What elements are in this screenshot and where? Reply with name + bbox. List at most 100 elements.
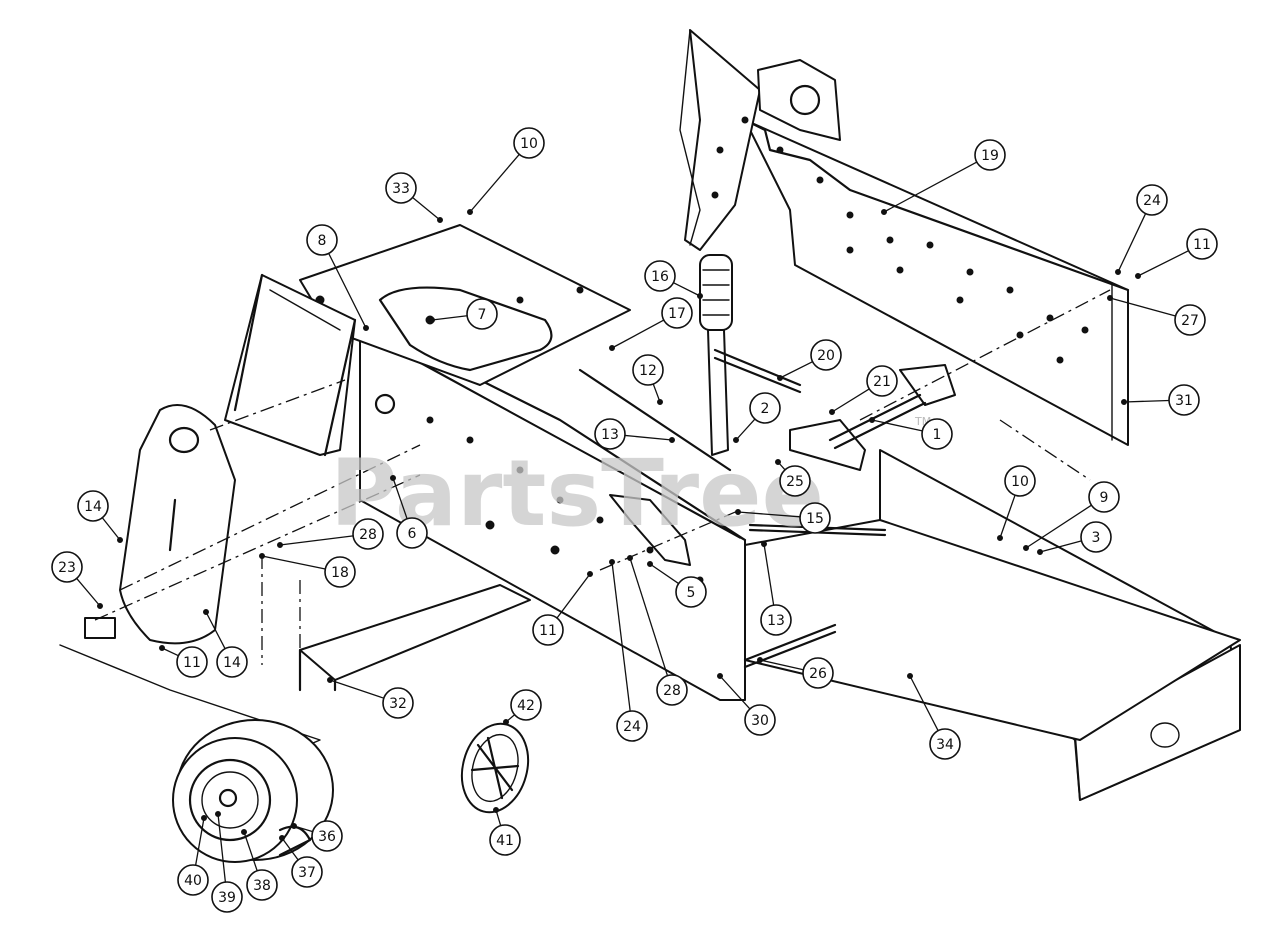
callout-label: 18 [331, 565, 349, 581]
callout-leader-line [205, 611, 226, 649]
callout-leader-line [719, 675, 751, 710]
callout-circle [352, 518, 384, 550]
callout-circle [382, 687, 414, 719]
callout-label: 5 [687, 585, 696, 601]
callout-10: 10 [997, 465, 1036, 541]
callout-leader-line [883, 161, 978, 213]
callout-25: 25 [775, 459, 811, 497]
callout-leader-dot [503, 719, 509, 725]
callout-label: 39 [218, 890, 236, 906]
callout-leader-line [279, 535, 354, 546]
seat-bracket [684, 29, 841, 251]
callout-label: 2 [761, 401, 770, 417]
callout-leader-dot [697, 293, 703, 299]
callout-leader-dot [203, 609, 209, 615]
callout-leader-line [909, 675, 939, 731]
callout-leader-dot [159, 645, 165, 651]
callout-13: 13 [760, 541, 792, 636]
callout-23: 23 [51, 551, 103, 609]
callout-label: 42 [517, 698, 535, 714]
callout-6: 6 [390, 475, 428, 549]
callout-24: 24 [609, 559, 648, 742]
callout-17: 17 [609, 297, 693, 351]
callout-leader-line [412, 197, 441, 221]
callout-leader-line [469, 153, 520, 213]
callout-label: 40 [184, 873, 202, 889]
callout-21: 21 [829, 365, 898, 415]
callout-circle [921, 418, 953, 450]
callout-14: 14 [203, 609, 248, 678]
callout-leader-line [1109, 297, 1176, 317]
callout-leader-dot [390, 475, 396, 481]
callout-label: 32 [389, 696, 407, 712]
callout-label: 38 [253, 878, 271, 894]
callout-leader-dot [669, 437, 675, 443]
steering-column [699, 254, 802, 456]
callout-28: 28 [627, 555, 688, 706]
callout-circle [744, 704, 776, 736]
callout-leader-dot [117, 537, 123, 543]
callout-16: 16 [644, 260, 703, 299]
callout-leader-line [779, 361, 813, 379]
front-bracket [224, 273, 357, 457]
callout-circle [51, 551, 83, 583]
callout-30: 30 [717, 673, 776, 736]
callout-8: 8 [306, 224, 369, 331]
callout-label: 24 [623, 719, 641, 735]
callout-leader-line [611, 561, 631, 712]
callout-label: 13 [767, 613, 785, 629]
callout-label: 3 [1092, 530, 1101, 546]
callout-leader-line [611, 319, 665, 349]
callout-label: 8 [318, 233, 327, 249]
callout-label: 16 [651, 269, 669, 285]
callout-circle [466, 298, 498, 330]
callout-circle [644, 260, 676, 292]
callout-circle [675, 576, 707, 608]
callout-leader-line [871, 419, 923, 432]
callout-label: 12 [639, 363, 657, 379]
callout-leader-line [328, 253, 367, 329]
callout-19: 19 [881, 139, 1006, 215]
callout-leader-dot [97, 603, 103, 609]
callout-leader-dot [829, 409, 835, 415]
callout-leader-dot [647, 561, 653, 567]
callout-label: 27 [1181, 313, 1199, 329]
callout-leader-dot [327, 677, 333, 683]
callout-leader-dot [363, 325, 369, 331]
callout-leader-dot [777, 375, 783, 381]
callout-label: 14 [223, 655, 241, 671]
callout-leader-line [293, 825, 313, 833]
callout-circle [1088, 481, 1120, 513]
callout-circle [1080, 521, 1112, 553]
callout-leader-dot [775, 459, 781, 465]
callout-leader-line [1025, 504, 1092, 549]
callout-leader-line [556, 573, 591, 619]
rear-wheel [172, 719, 334, 863]
callout-circle [311, 820, 343, 852]
callout-label: 19 [981, 148, 999, 164]
callout-circle [594, 418, 626, 450]
callout-2: 2 [733, 392, 781, 443]
callout-leader-line [392, 477, 408, 520]
callout-24: 24 [1115, 184, 1168, 275]
callout-leader-line [629, 557, 669, 676]
callout-leader-dot [869, 417, 875, 423]
callout-leader-dot [429, 317, 435, 323]
callout-label: 26 [809, 666, 827, 682]
callout-label: 41 [496, 833, 514, 849]
callout-circle [211, 881, 243, 913]
callout-circle [779, 465, 811, 497]
callout-label: 36 [318, 829, 336, 845]
callout-leader-line [431, 315, 468, 321]
main-frame-side [358, 328, 1241, 741]
callout-leader-dot [493, 807, 499, 813]
callout-label: 25 [786, 474, 804, 490]
callout-leader-line [1117, 213, 1147, 273]
callout-39: 39 [211, 811, 243, 913]
callout-circle [632, 354, 664, 386]
callout-leader-dot [467, 209, 473, 215]
callout-leader-line [1137, 250, 1189, 277]
callout-leader-line [76, 578, 101, 607]
